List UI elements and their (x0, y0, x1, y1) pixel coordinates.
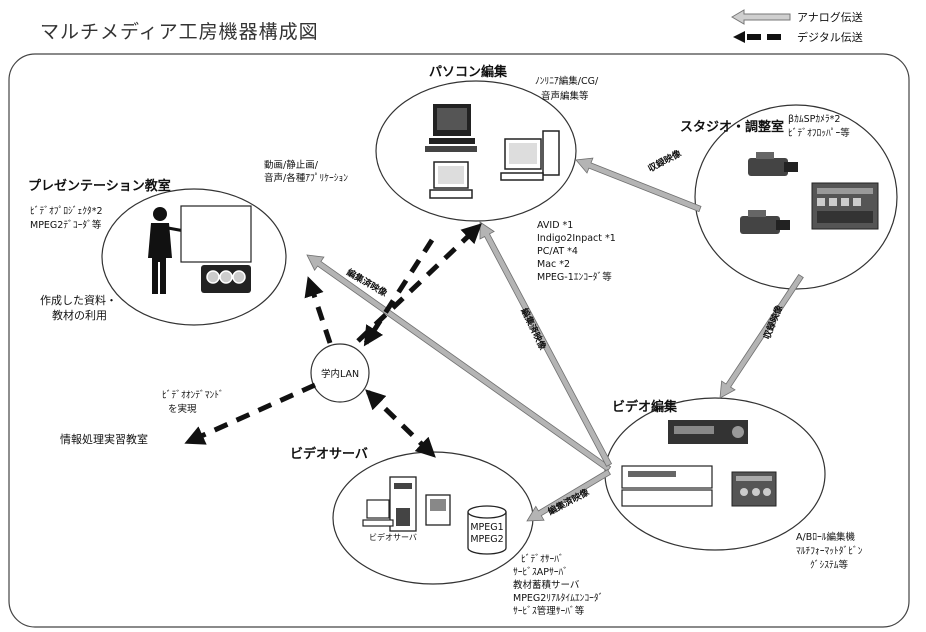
studio-note-1: βｶﾑSPｶﾒﾗ*2 (788, 114, 840, 125)
server-rack-icon (389, 476, 417, 532)
video-server-note-1: ﾋﾞﾃﾞｵｻｰﾊﾞ (521, 554, 564, 565)
pc-edit-title: パソコン編集 (429, 64, 508, 80)
analog-arrow-studio-pcedit (575, 157, 702, 213)
pc-edit-spec-1: AVID *1 (537, 220, 573, 231)
presentation-title: プレゼンテーション教室 (28, 178, 171, 194)
video-edit-note-3: ｸﾞｼｽﾃﾑ等 (810, 559, 849, 571)
storage-disk-icon (467, 505, 507, 555)
presenter-icon (148, 207, 191, 294)
pc-edit-spec-2: Indigo2Inpact *1 (537, 233, 616, 244)
server-terminal-icon (362, 499, 394, 527)
studio-title: スタジオ・調整室 (680, 119, 784, 135)
video-server-note-4: MPEG2ﾘｱﾙﾀｲﾑｴﾝｺｰﾀﾞ (513, 593, 603, 604)
vcr-icon (621, 465, 713, 507)
legend: アナログ伝送 デジタル伝送 (731, 9, 863, 44)
edge-label-videoedit-server: 編集済映像 (546, 485, 592, 517)
presentation-media-note-2: 音声/各種ｱﾌﾟﾘｹｰｼｮﾝ (264, 172, 348, 184)
legend-digital-arrow-icon (733, 31, 781, 43)
legend-analog-arrow-icon (731, 9, 791, 25)
vtr-deck-icon (668, 420, 748, 444)
digital-arrows (184, 223, 482, 458)
digital-arrow-pcedit-lan (363, 238, 435, 347)
lan-label: 学内LAN (321, 368, 359, 380)
camera-icon-2 (740, 210, 790, 234)
camera-icon-1 (748, 152, 798, 176)
presentation-usage-1: 作成した資料・ (40, 293, 117, 307)
server-device-label: ビデオサーバ (369, 532, 417, 542)
outer-frame (8, 53, 910, 628)
info-room-title: 情報処理実習教室 (60, 432, 148, 446)
presentation-note-2: MPEG2ﾃﾞｺｰﾀﾞ等 (30, 219, 102, 231)
pc-edit-spec-3: PC/AT *4 (537, 246, 578, 257)
video-edit-note-1: A/Bﾛｰﾙ編集機 (796, 531, 855, 543)
analog-arrow-studio-videoedit (719, 273, 804, 399)
switcher-console-icon (811, 182, 879, 230)
edge-label-videoedit-pcedit: 編集済映像 (518, 306, 549, 353)
disk-label-1: MPEG1 (470, 522, 503, 533)
video-server-note-2: ｻｰﾋﾞｽAPｻｰﾊﾞ (513, 567, 568, 578)
pc-edit-note-2: 音声編集等 (541, 90, 589, 102)
lan-circle (310, 343, 370, 403)
video-edit-note-2: ﾏﾙﾁﾌｫｰﾏｯﾄﾀﾞﾋﾞﾝ (796, 546, 863, 557)
edit-controller-icon (731, 471, 777, 507)
projector-icon (201, 265, 251, 293)
projection-screen-icon (180, 205, 252, 263)
studio-note-2: ﾋﾞﾃﾞｵﾌﾛｯﾊﾟｰ等 (788, 127, 850, 139)
info-room-note-2: を実現 (168, 403, 197, 415)
analog-arrows (306, 157, 804, 522)
info-room-note-1: ﾋﾞﾃﾞｵｵﾝﾃﾞﾏﾝﾄﾞ (162, 390, 224, 401)
diagram-title: マルチメディア工房機器構成図 (40, 21, 319, 43)
video-server-title: ビデオサーバ (290, 446, 368, 462)
legend-digital-label: デジタル伝送 (797, 30, 863, 44)
presentation-media-note-1: 動画/静止画/ (264, 159, 319, 171)
presentation-usage-2: 教材の利用 (52, 308, 107, 322)
video-server-note-5: ｻｰﾋﾞｽ管理ｻｰﾊﾞ等 (513, 605, 585, 617)
video-edit-title: ビデオ編集 (612, 399, 678, 415)
disk-label-2: MPEG2 (470, 534, 503, 545)
monitor-pc-icon (500, 130, 560, 181)
analog-arrow-videoedit-presentation (306, 254, 612, 472)
legend-analog-label: アナログ伝送 (797, 10, 863, 24)
edge-label-studio-videoedit: 収録映像 (761, 302, 786, 341)
pc-edit-note-1: ﾉﾝﾘﾆｱ編集/CG/ (535, 75, 599, 87)
pc-edit-spec-5: MPEG-1ｴﾝｺｰﾀﾞ等 (537, 271, 612, 283)
video-server-note-3: 教材蓄積サーバ (513, 579, 580, 591)
presentation-note-1: ﾋﾞﾃﾞｵﾌﾟﾛｼﾞｪｸﾀ*2 (30, 206, 103, 217)
desktop-pc-icon (429, 161, 473, 199)
digital-arrow-lan-presentation (304, 276, 333, 344)
digital-arrow-lan-server (365, 389, 436, 458)
pc-edit-spec-4: Mac *2 (537, 259, 570, 270)
encoder-box-icon (425, 494, 451, 526)
analog-arrow-videoedit-server (526, 469, 611, 522)
workstation-icon (425, 104, 477, 152)
edge-label-studio-pcedit: 収録映像 (646, 147, 684, 175)
